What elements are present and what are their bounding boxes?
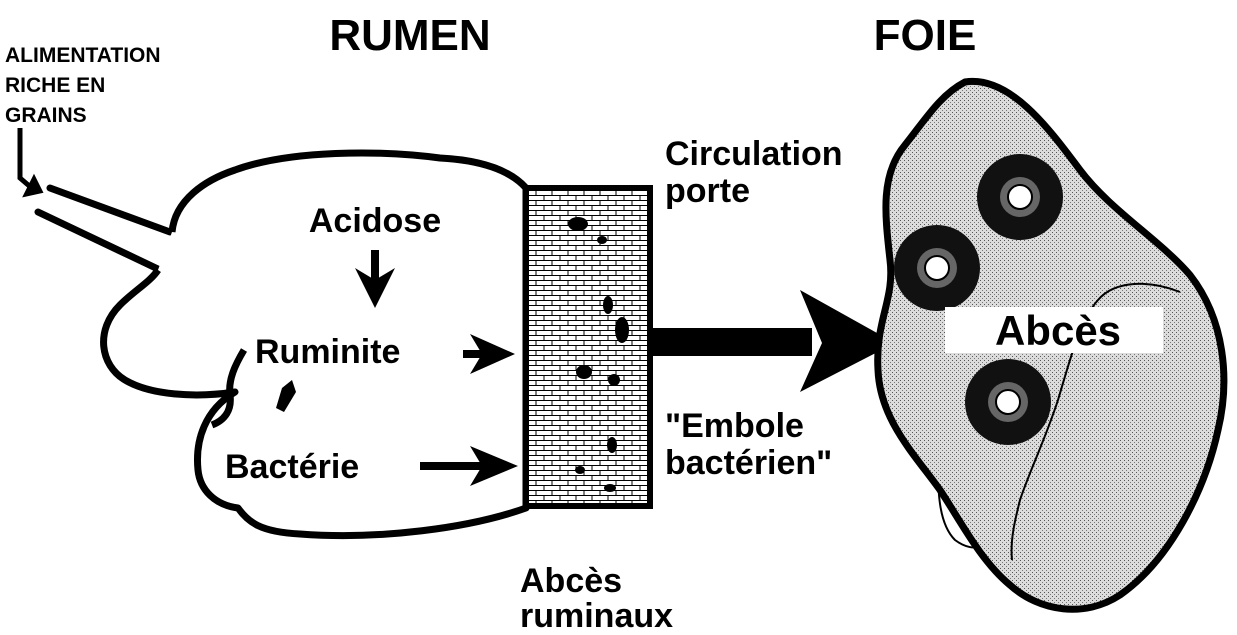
liver-abscess-2 <box>894 225 980 311</box>
feed-label: ALIMENTATION RICHE EN GRAINS <box>5 44 161 127</box>
liver-abscess-1 <box>977 154 1063 240</box>
embolus-label-line-2: bactérien" <box>665 444 832 482</box>
portal-label-line-2: porte <box>665 172 750 210</box>
rumen-heading: RUMEN <box>329 11 490 60</box>
esophagus <box>38 188 170 270</box>
feed-label-line-2: RICHE EN <box>5 74 105 97</box>
feed-label-line-1: ALIMENTATION <box>5 44 161 67</box>
liver-heading: FOIE <box>874 11 977 60</box>
feed-label-line-3: GRAINS <box>5 104 87 127</box>
embolus-label-line-1: "Embole <box>665 407 804 445</box>
rumen-abscess-label-line-2: ruminaux <box>520 597 673 635</box>
feed-arrow <box>20 128 42 196</box>
rumenitis-label: Ruminite <box>255 333 400 371</box>
portal-arrow <box>652 290 895 392</box>
portal-label-line-1: Circulation <box>665 135 843 173</box>
bacteria-label: Bactérie <box>225 448 359 486</box>
liver: Abcès <box>878 81 1224 609</box>
rumen-wall <box>526 188 650 506</box>
abscess-label: Abcès <box>995 307 1121 354</box>
rumen-abscess-label-line-1: Abcès <box>520 562 622 600</box>
acidosis-label: Acidose <box>309 202 441 240</box>
liver-abscess-3 <box>965 359 1051 445</box>
